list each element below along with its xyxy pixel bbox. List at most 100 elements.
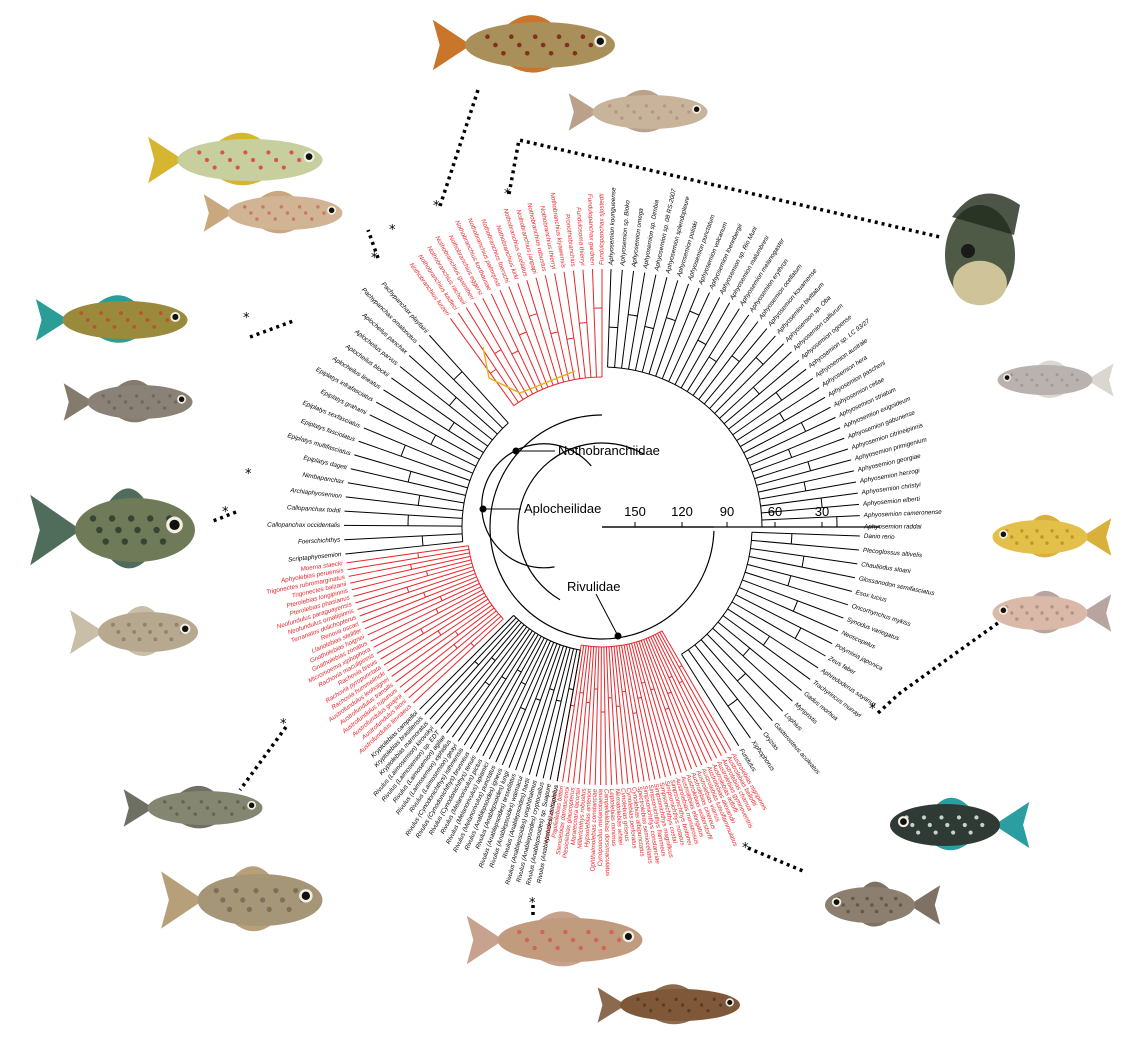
tree-branch [615, 291, 621, 368]
tree-branch [395, 503, 463, 511]
tree-branch [447, 682, 486, 733]
tree-branch [435, 686, 467, 724]
tree-node [551, 332, 558, 334]
tree-branch [411, 471, 468, 487]
tree-node [628, 315, 637, 316]
tree-branch [477, 692, 511, 752]
tree-branch [675, 284, 688, 321]
taxon-label: Nimbapanchax [302, 472, 345, 486]
tree-node [804, 482, 806, 491]
tree-branch [736, 595, 822, 638]
tree-node [763, 636, 769, 645]
tree-node [418, 495, 419, 505]
tree-node [579, 323, 587, 324]
tree-branch [496, 707, 521, 762]
tree-node [780, 413, 785, 421]
tree-branch [621, 270, 623, 291]
backbone-arc [518, 443, 644, 600]
taxon-label: Aplocheilus parvus [352, 328, 399, 368]
time-scale: 150 120 90 60 30 [602, 504, 880, 527]
tree-branch [479, 620, 519, 665]
fish-photo-fundulopanchax-male [148, 133, 322, 186]
tree-node [651, 689, 654, 690]
tree-node [666, 318, 675, 321]
tree-branch [587, 323, 591, 378]
tree-branch [359, 441, 380, 448]
tree-branch [385, 534, 462, 538]
tree-node [438, 631, 441, 635]
tree-branch [683, 681, 722, 755]
tree-branch [510, 314, 542, 389]
tree-node [709, 357, 716, 362]
tree-node [698, 340, 706, 344]
tree-branch [368, 610, 422, 635]
tree-branch [407, 567, 473, 587]
tree-branch [728, 609, 770, 636]
tree-branch [673, 280, 678, 295]
tree-branch [593, 285, 596, 377]
tree-branch [739, 587, 793, 611]
tree-node [801, 423, 805, 432]
fish-photo-rivulus-female [161, 866, 322, 931]
tree-branch [729, 392, 776, 429]
tree-branch [380, 645, 403, 659]
scale-tick-label: 90 [720, 504, 734, 519]
tree-node [802, 556, 804, 567]
svg-text:*: * [504, 187, 511, 202]
fish-photo-nothobranchius-male [433, 15, 615, 73]
svg-text:*: * [433, 199, 440, 214]
svg-text:*: * [529, 896, 536, 911]
tree-branch [347, 553, 418, 563]
tree-branch [812, 378, 813, 379]
tree-node [642, 682, 645, 683]
tree-node [756, 357, 763, 364]
tree-branch [687, 337, 721, 391]
scale-tick-label: 30 [815, 504, 829, 519]
clade-label-rivulidae: Rivulidae [567, 579, 620, 594]
tree-branch [806, 482, 856, 491]
tree-node [569, 689, 574, 690]
tree-branch [409, 356, 456, 398]
tree-branch [713, 628, 743, 656]
tree-branch [441, 661, 495, 729]
tree-node [669, 676, 672, 677]
tree-node [475, 661, 479, 664]
tree-branch [595, 689, 598, 785]
svg-text:*: * [222, 505, 229, 520]
tree-branch [707, 634, 762, 690]
tree-branch [440, 580, 478, 596]
tree-node [449, 422, 455, 430]
tree-branch [606, 647, 608, 698]
tree-node [471, 643, 474, 646]
tree-branch [768, 663, 802, 691]
tree-branch [354, 455, 411, 471]
tree-node [633, 713, 637, 714]
tree-branch [419, 345, 437, 363]
tree-node [808, 462, 811, 471]
tree-branch [804, 556, 857, 564]
tree-branch [573, 650, 580, 689]
tree-node [753, 387, 759, 394]
tree-branch [613, 721, 617, 785]
tree-branch [502, 731, 516, 765]
taxon-label: Danio rerio [864, 533, 896, 541]
tree-branch [822, 407, 831, 412]
tree-branch [628, 271, 633, 315]
fish-photo-callopanchax-female [64, 380, 193, 422]
tree-node [455, 631, 458, 635]
tree-branch [724, 370, 787, 424]
tree-node [690, 311, 699, 315]
scale-tick-label: 120 [671, 504, 693, 519]
tree-branch [771, 336, 775, 340]
tree-branch [418, 546, 469, 553]
tree-branch [360, 593, 424, 616]
tree-branch [681, 312, 724, 388]
tree-branch [563, 317, 575, 380]
tree-node [679, 666, 682, 668]
tree-branch [644, 273, 645, 280]
tree-node [408, 471, 411, 482]
fish-photo-aphyosemion-male [945, 193, 1020, 305]
tree-branch [619, 743, 622, 784]
clade-nothobranchiidae: Nothobranchiidae [513, 443, 660, 458]
taxon-label: Esox lucius [855, 589, 888, 604]
